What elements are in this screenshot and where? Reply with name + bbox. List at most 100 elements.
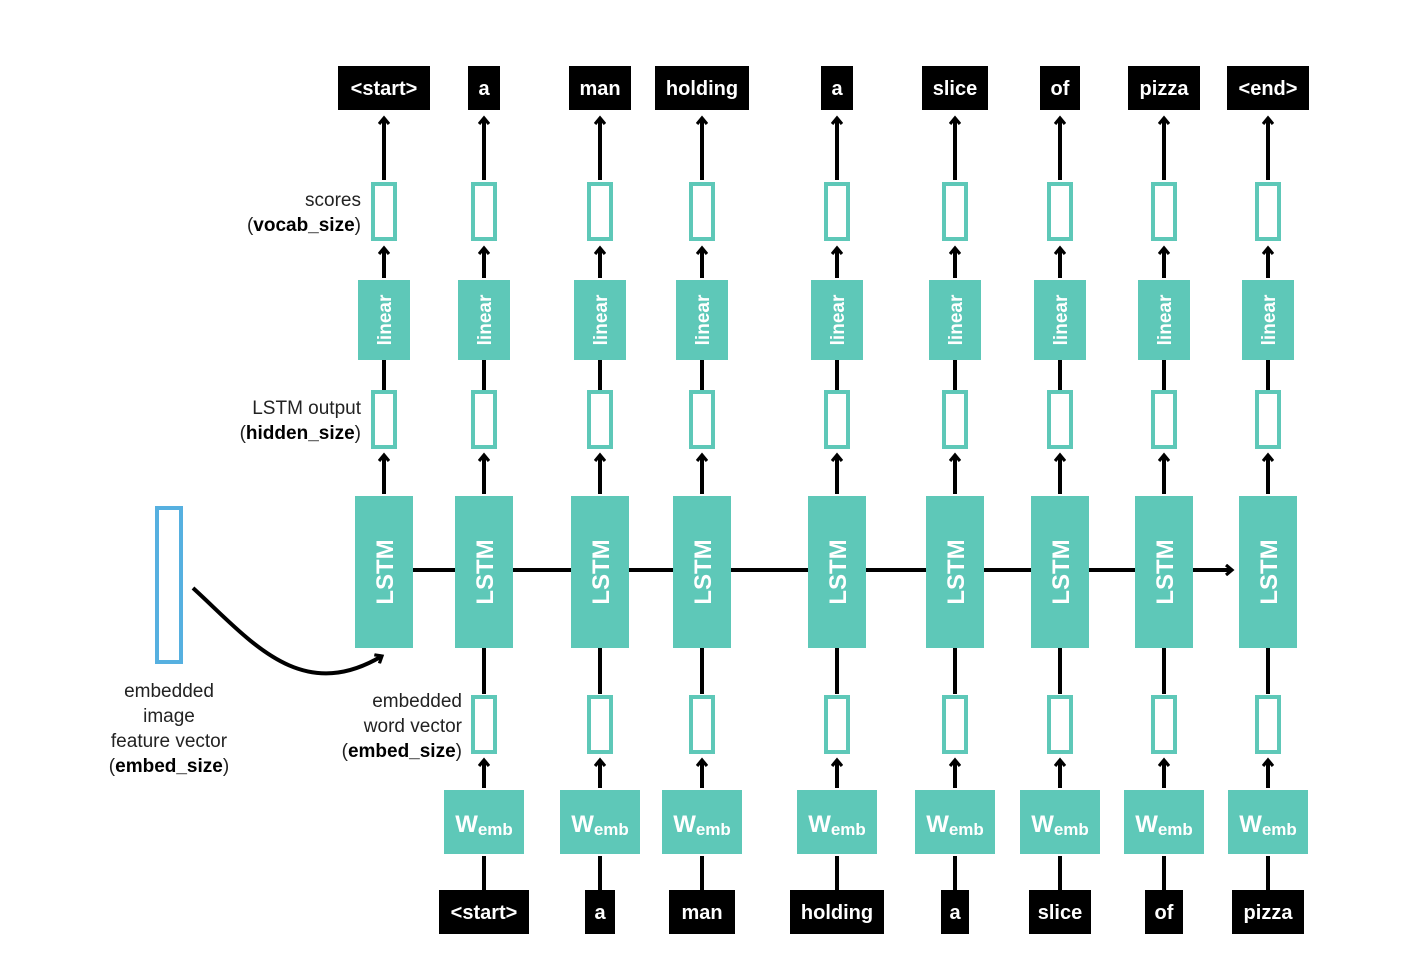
linear-block	[1242, 280, 1294, 360]
output-word-label: pizza	[1140, 78, 1190, 100]
image-vector-label-line1: embedded	[124, 681, 214, 702]
linear-layer: linear	[358, 280, 410, 360]
linear-block	[811, 280, 863, 360]
output-word-label: <end>	[1239, 78, 1298, 100]
wemb-label: Wemb	[455, 811, 513, 839]
output-word-box	[821, 66, 853, 110]
word-vector	[942, 695, 968, 754]
lstm-output-vector	[824, 390, 850, 449]
lstm-block	[1135, 496, 1193, 648]
input-word-label: a	[949, 902, 961, 924]
word-vector-label-line3: (embed_size)	[342, 741, 462, 762]
lstm-label: LSTM	[825, 539, 852, 604]
lstm-label: LSTM	[588, 539, 615, 604]
linear-label: linear	[375, 294, 396, 345]
input-word-label: <start>	[451, 902, 518, 924]
scores-vector	[587, 182, 613, 241]
linear-label: linear	[693, 294, 714, 345]
scores-vector	[689, 182, 715, 241]
scores-vector	[942, 182, 968, 241]
word-vector-label-line2: word vector	[363, 716, 463, 737]
lstm-cell: LSTM	[571, 496, 629, 648]
lstm-label: LSTM	[1256, 539, 1283, 604]
embedding-layer: Wemb	[1228, 790, 1308, 854]
embedding-layer: Wemb	[444, 790, 524, 854]
wemb-block	[1228, 790, 1308, 854]
input-word-box	[669, 890, 735, 934]
lstm-output-vector	[1047, 390, 1073, 449]
lstm-label: LSTM	[690, 539, 717, 604]
input-word-box	[585, 890, 615, 934]
word-vector	[1151, 695, 1177, 754]
image-vector-label-line2: image	[143, 706, 195, 727]
input-word: a	[941, 890, 969, 934]
lstm-block	[1239, 496, 1297, 648]
linear-block	[1034, 280, 1086, 360]
input-word: holding	[790, 890, 884, 934]
word-vector	[471, 695, 497, 754]
wemb-block	[1124, 790, 1204, 854]
lstm-cell: LSTM	[455, 496, 513, 648]
wemb-label: Wemb	[808, 811, 866, 839]
lstm-label: LSTM	[1048, 539, 1075, 604]
output-word-label: slice	[933, 78, 977, 100]
linear-label: linear	[591, 294, 612, 345]
word-vector	[1255, 695, 1281, 754]
output-word: <end>	[1227, 66, 1309, 110]
lstm-block	[926, 496, 984, 648]
word-vector-label-line1: embedded	[372, 691, 462, 712]
image-vector-label-line4: (embed_size)	[109, 756, 229, 777]
word-vector	[689, 695, 715, 754]
output-word-label: man	[579, 78, 620, 100]
linear-block	[458, 280, 510, 360]
output-word-label: <start>	[351, 78, 418, 100]
embedding-layer: Wemb	[797, 790, 877, 854]
lstm-cell: LSTM	[808, 496, 866, 648]
linear-label: linear	[1155, 294, 1176, 345]
wemb-label: Wemb	[673, 811, 731, 839]
embedding-layer: Wemb	[1020, 790, 1100, 854]
linear-block	[929, 280, 981, 360]
input-word: man	[669, 890, 735, 934]
lstm-cell: LSTM	[1135, 496, 1193, 648]
scores-vector	[824, 182, 850, 241]
linear-block	[358, 280, 410, 360]
image-vector-label: embedded image feature vector (embed_siz…	[109, 681, 229, 777]
image-to-lstm-arrow	[191, 586, 382, 676]
wemb-block	[1020, 790, 1100, 854]
lstm-block	[1031, 496, 1089, 648]
lstm-output-label-line1: LSTM output	[252, 398, 361, 419]
lstm-cell: LSTM	[1031, 496, 1089, 648]
output-word-box	[655, 66, 749, 110]
output-word-box	[922, 66, 988, 110]
input-word: of	[1145, 890, 1183, 934]
wemb-block	[444, 790, 524, 854]
input-word-box	[790, 890, 884, 934]
output-word-box	[468, 66, 500, 110]
input-word: pizza	[1232, 890, 1304, 934]
wemb-block	[560, 790, 640, 854]
output-word-box	[338, 66, 430, 110]
scores-label-line2: (vocab_size)	[247, 215, 361, 236]
linear-layer: linear	[1138, 280, 1190, 360]
scores-vector	[1047, 182, 1073, 241]
word-vector	[1047, 695, 1073, 754]
output-word-box	[1040, 66, 1080, 110]
linear-label: linear	[828, 294, 849, 345]
output-word: pizza	[1128, 66, 1200, 110]
output-word-box	[569, 66, 631, 110]
output-word: <start>	[338, 66, 430, 110]
scores-vector	[371, 182, 397, 241]
lstm-label: LSTM	[1152, 539, 1179, 604]
input-word-box	[1145, 890, 1183, 934]
linear-block	[1138, 280, 1190, 360]
linear-layer: linear	[458, 280, 510, 360]
word-vector	[824, 695, 850, 754]
input-word: a	[585, 890, 615, 934]
linear-label: linear	[1259, 294, 1280, 345]
lstm-block	[673, 496, 731, 648]
input-word: <start>	[439, 890, 529, 934]
lstm-output-vector	[689, 390, 715, 449]
output-word-box	[1128, 66, 1200, 110]
